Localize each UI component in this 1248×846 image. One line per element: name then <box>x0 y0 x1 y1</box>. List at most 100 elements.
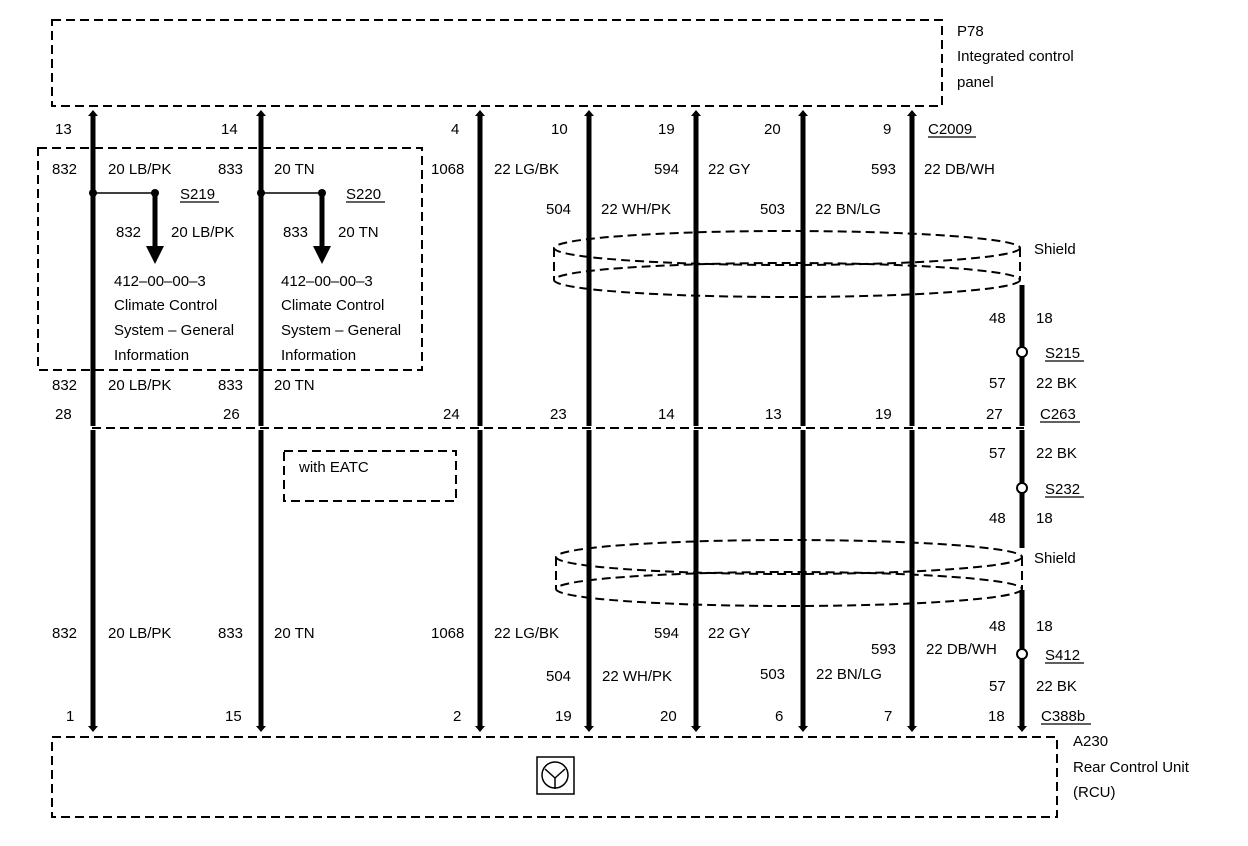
s219-splice <box>89 189 164 264</box>
pin-label: 18 <box>988 708 1005 725</box>
pin-label: 14 <box>658 406 675 423</box>
wire-spec-label: 20 LB/PK <box>108 625 171 642</box>
pin-label: 27 <box>986 406 1003 423</box>
c388b-connector-label: C388b <box>1041 708 1085 725</box>
pin-label: 10 <box>551 121 568 138</box>
s219-desc3: Information <box>114 347 189 364</box>
s219-desc2: System – General <box>114 322 234 339</box>
circuit-label: 503 <box>760 666 785 683</box>
wire-spec-label: 20 TN <box>274 377 315 394</box>
pin-label: 2 <box>453 708 461 725</box>
s215-label: S215 <box>1045 345 1080 362</box>
wire-spec-label: 22 WH/PK <box>601 201 671 218</box>
eatc-option-label: with EATC <box>298 459 369 476</box>
s219-circuit: 832 <box>116 224 141 241</box>
pin-label: 13 <box>55 121 72 138</box>
circuit-label: 504 <box>546 668 571 685</box>
pin-label: 1 <box>66 708 74 725</box>
s412-label: S412 <box>1045 647 1080 664</box>
pin-label: 26 <box>223 406 240 423</box>
c263-connector-label: C263 <box>1040 406 1076 423</box>
module-ground-icon <box>536 756 575 795</box>
circuit-label: 1068 <box>431 161 464 178</box>
a230-name-line2: (RCU) <box>1073 784 1116 801</box>
s232-gauge-a: 22 BK <box>1036 445 1077 462</box>
s220-wire-spec: 20 TN <box>338 224 379 241</box>
s412-splice-dot <box>1016 648 1028 660</box>
circuit-label: 1068 <box>431 625 464 642</box>
p78-component-box <box>51 19 943 107</box>
s215-gauge-b: 22 BK <box>1036 375 1077 392</box>
pin-label: 6 <box>775 708 783 725</box>
s219-desc1: Climate Control <box>114 297 217 314</box>
s220-desc3: Information <box>281 347 356 364</box>
circuit-label: 503 <box>760 201 785 218</box>
wire-spec-label: 22 BN/LG <box>815 201 881 218</box>
a230-name-line1: Rear Control Unit <box>1073 759 1190 776</box>
shield-upper-label: Shield <box>1034 241 1076 258</box>
s215-gauge-a: 18 <box>1036 310 1053 327</box>
a230-component-box <box>51 736 1058 818</box>
s412-gauge-b: 22 BK <box>1036 678 1077 695</box>
pin-label: 20 <box>764 121 781 138</box>
circuit-label: 593 <box>871 161 896 178</box>
s220-circuit: 833 <box>283 224 308 241</box>
a230-id: A230 <box>1073 733 1108 750</box>
p78-name-line1: Integrated control <box>957 48 1074 65</box>
circuit-label: 833 <box>218 161 243 178</box>
eatc-option-box <box>283 450 457 502</box>
circuit-label: 832 <box>52 625 77 642</box>
s232-label: S232 <box>1045 481 1080 498</box>
c2009-connector-label: C2009 <box>928 121 972 138</box>
pin-label: 19 <box>555 708 572 725</box>
s219-ref: 412–00–00–3 <box>114 273 206 290</box>
pin-label: 4 <box>451 121 459 138</box>
circuit-label: 593 <box>871 641 896 658</box>
s220-label: S220 <box>346 186 381 203</box>
wire-spec-label: 20 TN <box>274 625 315 642</box>
pin-label: 13 <box>765 406 782 423</box>
splice-reference-box <box>37 147 423 371</box>
pin-label: 23 <box>550 406 567 423</box>
pin-label: 7 <box>884 708 892 725</box>
circuit-label: 832 <box>52 377 77 394</box>
pin-label: 9 <box>883 121 891 138</box>
shield-lower-label: Shield <box>1034 550 1076 567</box>
s219-label: S219 <box>180 186 215 203</box>
s220-desc1: Climate Control <box>281 297 384 314</box>
s412-circuit-a: 48 <box>989 618 1006 635</box>
circuit-label: 594 <box>654 625 679 642</box>
s215-circuit-b: 57 <box>989 375 1006 392</box>
pin-label: 28 <box>55 406 72 423</box>
s232-circuit-b: 48 <box>989 510 1006 527</box>
p78-id: P78 <box>957 23 984 40</box>
connector-pin-markers <box>88 110 1027 732</box>
wire-spec-label: 20 LB/PK <box>108 377 171 394</box>
s412-circuit-b: 57 <box>989 678 1006 695</box>
pin-label: 20 <box>660 708 677 725</box>
wire-spec-label: 22 DB/WH <box>924 161 995 178</box>
pin-label: 14 <box>221 121 238 138</box>
s219-wire-spec: 20 LB/PK <box>171 224 234 241</box>
pin-label: 24 <box>443 406 460 423</box>
p78-name-line2: panel <box>957 74 994 91</box>
wire-spec-label: 22 LG/BK <box>494 625 559 642</box>
s220-desc2: System – General <box>281 322 401 339</box>
circuit-label: 504 <box>546 201 571 218</box>
wire-spec-label: 22 DB/WH <box>926 641 997 658</box>
wire-spec-label: 20 LB/PK <box>108 161 171 178</box>
wire-spec-label: 20 TN <box>274 161 315 178</box>
wire-spec-label: 22 WH/PK <box>602 668 672 685</box>
s232-gauge-b: 18 <box>1036 510 1053 527</box>
s232-circuit-a: 57 <box>989 445 1006 462</box>
circuit-label: 594 <box>654 161 679 178</box>
wire-spec-label: 22 GY <box>708 161 751 178</box>
circuit-label: 832 <box>52 161 77 178</box>
s215-splice-dot <box>1016 346 1028 358</box>
shield-upper <box>553 230 1021 298</box>
wire-spec-label: 22 BN/LG <box>816 666 882 683</box>
wire-spec-label: 22 LG/BK <box>494 161 559 178</box>
shield-lower <box>555 539 1023 607</box>
pin-label: 19 <box>658 121 675 138</box>
